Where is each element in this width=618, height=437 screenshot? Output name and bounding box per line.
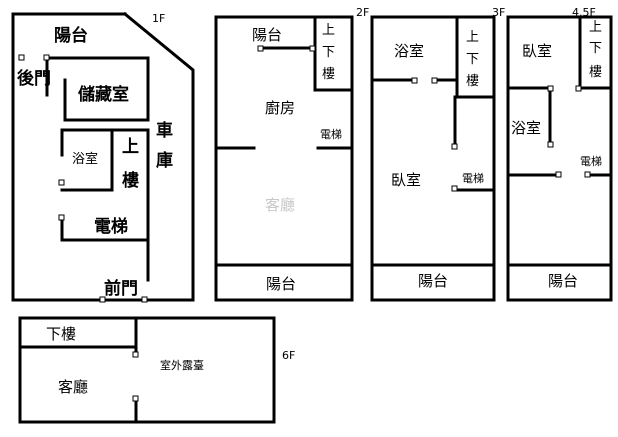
bath-label-3f: 浴室 <box>394 42 424 60</box>
front-door-label: 前門 <box>104 278 138 299</box>
stairs-label-2f-1: 上 <box>322 23 335 38</box>
bedroom-label-45f: 臥室 <box>522 42 552 60</box>
floor-6f: 6F 下樓 客廳 室外露臺 <box>18 316 295 424</box>
balcony-bottom-label-45f: 陽台 <box>548 272 578 290</box>
balcony-top-label-2f: 陽台 <box>252 26 282 44</box>
living-room-label-2f: 客廳 <box>265 196 295 214</box>
floor-4-5f: 4.5F 臥室 上 下 樓 浴室 電梯 陽台 <box>506 6 613 302</box>
floor-1f-label: 1F <box>152 12 165 25</box>
floor-3f: 3F 浴室 上 下 樓 臥室 電梯 陽台 <box>370 6 505 302</box>
storage-room-label: 儲藏室 <box>78 84 129 105</box>
elevator-label-3f: 電梯 <box>462 172 484 185</box>
floor-1f: 1F 陽台 後門 儲藏室 車 庫 浴室 上 樓 電梯 前門 <box>11 11 195 303</box>
bath-label-45f: 浴室 <box>511 119 541 137</box>
stairs-label-3f-3: 樓 <box>466 74 479 89</box>
living-room-label-6f: 客廳 <box>58 378 88 396</box>
stairs-label-45f-3: 樓 <box>589 65 602 80</box>
terrace-label: 室外露臺 <box>160 358 204 372</box>
elevator-label-2f: 電梯 <box>320 128 342 141</box>
floor-45f-label: 4.5F <box>572 6 596 19</box>
bath-label-1f: 浴室 <box>72 151 98 167</box>
floor-2f-outer-wall <box>214 15 354 302</box>
elevator-label-1f: 電梯 <box>94 216 128 237</box>
stairs-label-2f-3: 樓 <box>322 67 335 82</box>
kitchen-label: 廚房 <box>265 99 295 117</box>
down-stairs-label: 下樓 <box>46 325 76 343</box>
stairs-label-3f-1: 上 <box>466 30 479 45</box>
stairs-label-3f-2: 下 <box>466 52 479 67</box>
stairs-up-label-1: 上 <box>122 137 139 157</box>
floor-45f-outer-wall <box>506 15 613 302</box>
floor-2f: 2F 陽台 上 下 樓 廚房 電梯 客廳 陽台 <box>214 6 369 302</box>
bedroom-label-3f: 臥室 <box>391 171 421 189</box>
floor-3f-outer-wall <box>370 15 496 302</box>
storage-room-wall <box>45 56 150 122</box>
stairs-up-label-2: 樓 <box>122 170 139 191</box>
floor-2f-label: 2F <box>356 6 369 19</box>
stairs-label-45f-2: 下 <box>589 41 602 56</box>
garage-label-1: 車 <box>156 120 173 141</box>
stairs-label-2f-2: 下 <box>322 45 335 60</box>
balcony-bottom-label-2f: 陽台 <box>266 275 296 293</box>
garage-label-2: 庫 <box>156 150 173 171</box>
stairs-label-45f-1: 上 <box>589 20 602 35</box>
floor-6f-outer-wall <box>18 316 276 424</box>
back-door-label: 後門 <box>17 68 51 89</box>
elevator-label-45f: 電梯 <box>580 155 602 168</box>
floor-3f-label: 3F <box>492 6 505 19</box>
floor-6f-label: 6F <box>282 349 295 362</box>
balcony-bottom-label-3f: 陽台 <box>418 272 448 290</box>
balcony-label: 陽台 <box>54 25 88 46</box>
